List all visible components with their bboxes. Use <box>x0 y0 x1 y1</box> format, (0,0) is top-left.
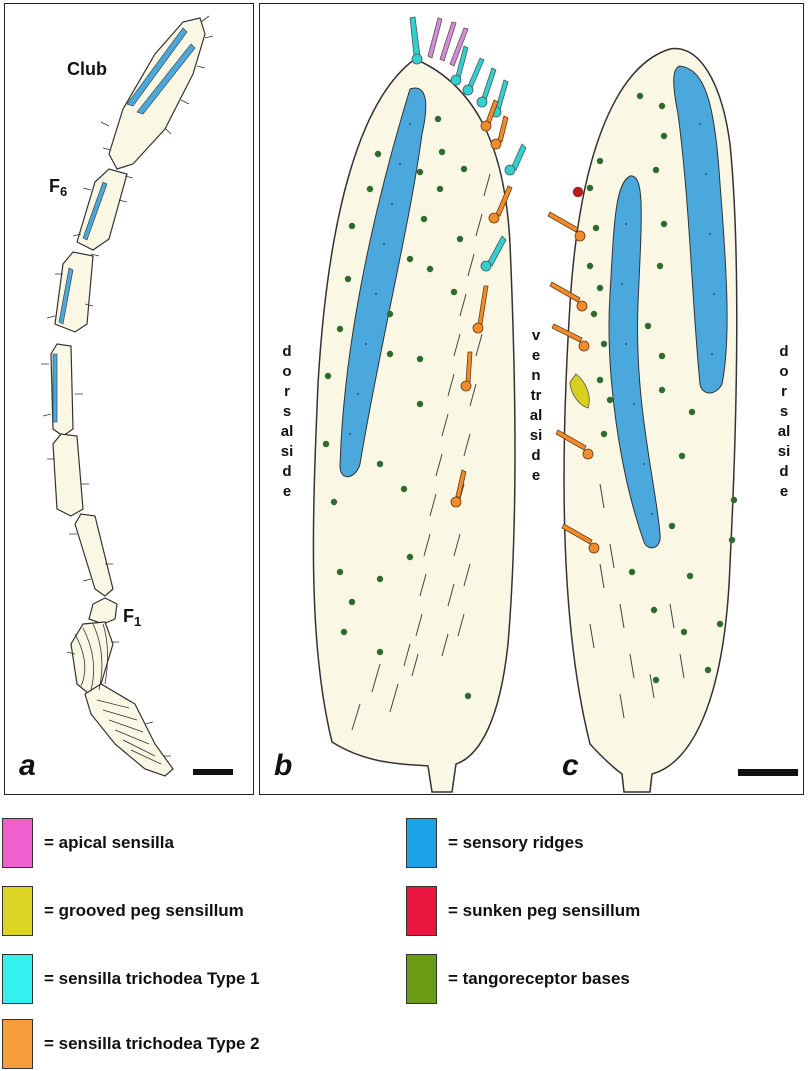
scale-bar-a <box>193 769 233 775</box>
legend-item-sunken: = sunken peg sensillum <box>406 886 640 936</box>
legend-swatch <box>406 954 437 1004</box>
legend-item-tangoreceptor: = tangoreceptor bases <box>406 954 630 1004</box>
legend-label: = sensory ridges <box>448 833 584 853</box>
legend-item-apical: = apical sensilla <box>2 818 174 868</box>
club-label: Club <box>67 59 107 80</box>
legend-swatch <box>2 818 33 868</box>
panel-c-dorsal-label: dorsal side <box>777 342 791 502</box>
panel-b-side-label: dorsal side <box>280 342 294 502</box>
sunken-peg-sensillum <box>573 187 583 197</box>
legend-swatch <box>2 886 33 936</box>
panel-letter-a: a <box>19 749 36 783</box>
legend-item-trichodea1: = sensilla trichodea Type 1 <box>2 954 260 1004</box>
legend-label: = apical sensilla <box>44 833 174 853</box>
f2-segment <box>75 514 113 596</box>
panel-a: Club F6 F1 a <box>4 3 254 795</box>
legend-label: = sunken peg sensillum <box>448 901 640 921</box>
pedicel-segment <box>71 622 113 694</box>
f3-segment <box>53 434 83 516</box>
panel-bc: dorsal side ventral side dorsal side b c <box>259 3 804 795</box>
legend-item-grooved: = grooved peg sensillum <box>2 886 244 936</box>
legend-label: = tangoreceptor bases <box>448 969 630 989</box>
panel-letter-c: c <box>562 749 579 783</box>
panel-letter-b: b <box>274 749 292 783</box>
legend-swatch <box>406 818 437 868</box>
legend-item-ridges: = sensory ridges <box>406 818 584 868</box>
f6-label: F6 <box>49 176 67 199</box>
antenna-drawing <box>5 4 253 794</box>
scale-bar-c <box>738 769 798 776</box>
legend-item-trichodea2: = sensilla trichodea Type 2 <box>2 1019 260 1069</box>
legend-swatch <box>2 954 33 1004</box>
legend-swatch <box>2 1019 33 1069</box>
legend-label: = grooved peg sensillum <box>44 901 244 921</box>
panel-c-ventral-label: ventral side <box>529 326 543 486</box>
legend-swatch <box>406 886 437 936</box>
f1-segment <box>89 598 117 624</box>
legend-label: = sensilla trichodea Type 1 <box>44 969 260 989</box>
legend-label: = sensilla trichodea Type 2 <box>44 1034 260 1054</box>
scape-segment <box>85 684 173 776</box>
f1-label: F1 <box>123 606 141 629</box>
